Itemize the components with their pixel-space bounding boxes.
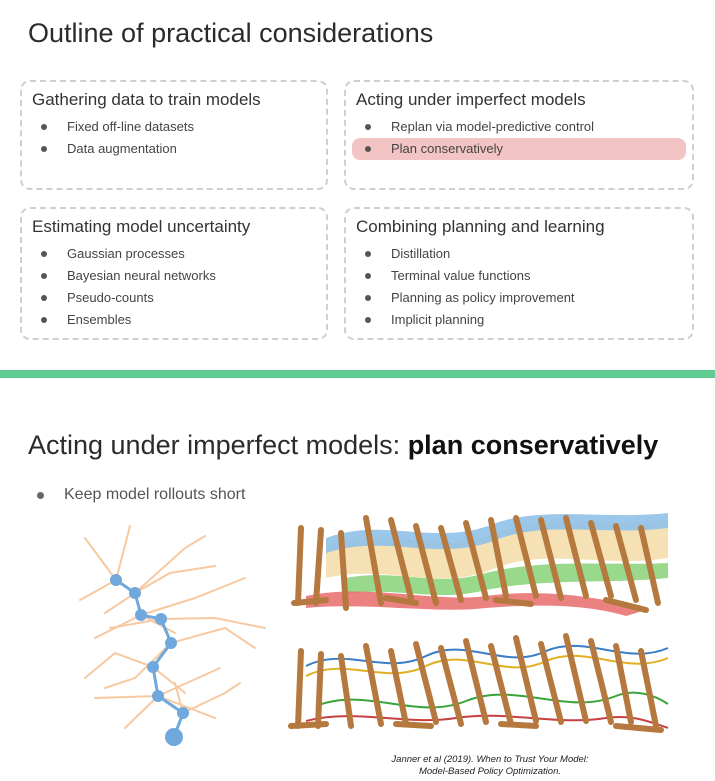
rollout-tree-illustration — [79, 525, 266, 746]
box-heading: Estimating model uncertainty — [32, 217, 251, 236]
list-item: Terminal value functions — [346, 265, 692, 287]
box-heading: Combining planning and learning — [356, 217, 605, 236]
list-item: Data augmentation — [22, 138, 326, 160]
slide2-title-bold: plan conservatively — [407, 430, 659, 460]
robot-rollouts-long-illustration — [291, 513, 668, 616]
list-item: Replan via model-predictive control — [346, 116, 692, 138]
list-item: Gaussian processes — [22, 243, 326, 265]
box-model-uncertainty: Estimating model uncertainty Gaussian pr… — [20, 207, 328, 340]
caption-line-2: Model-Based Policy Optimization. — [418, 766, 562, 777]
box-heading: Gathering data to train models — [32, 90, 261, 109]
list-item: Planning as policy improvement — [346, 287, 692, 309]
list-item: Bayesian neural networks — [22, 265, 326, 287]
box-gathering-data: Gathering data to train models Fixed off… — [20, 80, 328, 190]
robot-rollouts-short-illustration — [288, 633, 669, 733]
caption-line-1: Janner et al (2019). When to Trust Your … — [391, 754, 589, 765]
list-item: Implicit planning — [346, 309, 692, 331]
slide2-title-prefix: Acting under imperfect models: — [28, 430, 408, 460]
list-item: Fixed off-line datasets — [22, 116, 326, 138]
slide1-title: Outline of practical considerations — [28, 18, 434, 48]
bullet-rollouts: Keep model rollouts short — [37, 486, 245, 504]
box-acting-imperfect: Acting under imperfect models Replan via… — [344, 80, 694, 190]
box-heading: Acting under imperfect models — [356, 90, 586, 109]
list-item: Pseudo-counts — [22, 287, 326, 309]
box-planning-learning: Combining planning and learning Distilla… — [344, 207, 694, 340]
list-item-highlighted: Plan conservatively — [352, 138, 686, 160]
slide-divider — [0, 370, 715, 378]
list-item: Ensembles — [22, 309, 326, 331]
slide2-title: Acting under imperfect models: plan cons… — [28, 430, 658, 461]
list-item: Distillation — [346, 243, 692, 265]
citation-caption: Janner et al (2019). When to Trust Your … — [330, 754, 650, 778]
